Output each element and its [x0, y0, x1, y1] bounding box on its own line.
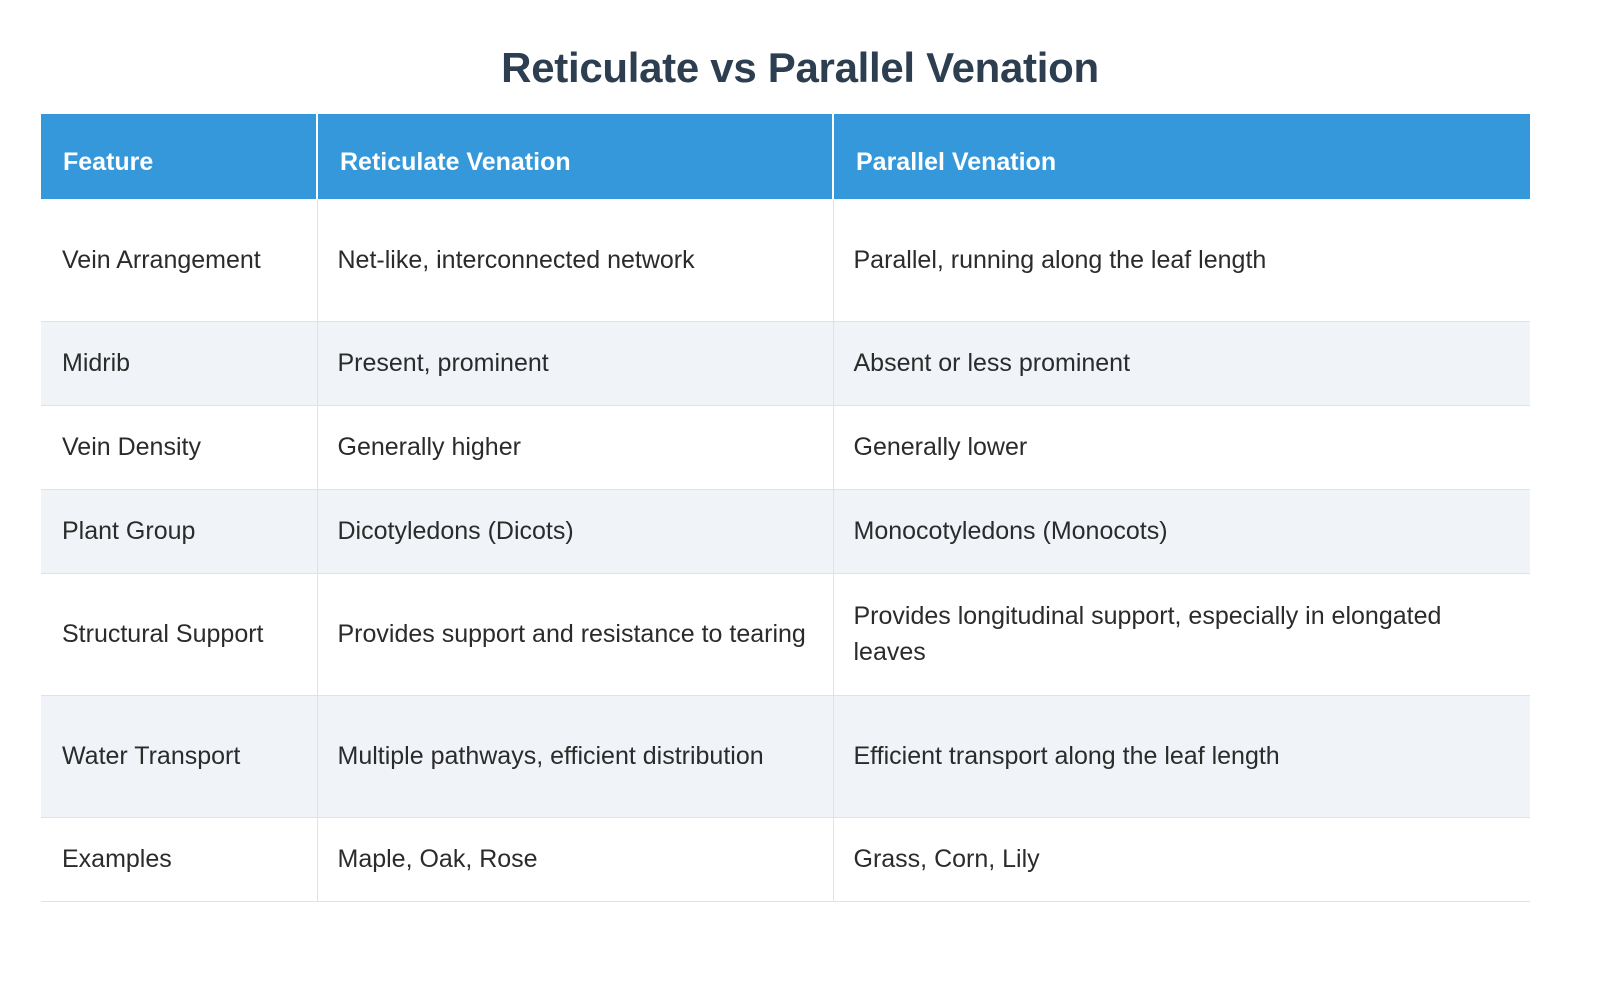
- cell-parallel: Monocotyledons (Monocots): [833, 489, 1530, 574]
- cell-feature: Vein Density: [41, 405, 318, 490]
- cell-feature: Vein Arrangement: [41, 199, 318, 322]
- table-body: Vein Arrangement Net-like, interconnecte…: [41, 199, 1530, 902]
- cell-feature: Plant Group: [41, 489, 318, 574]
- column-header-feature: Feature: [41, 114, 318, 199]
- cell-parallel: Grass, Corn, Lily: [833, 817, 1530, 902]
- table-header-row: Feature Reticulate Venation Parallel Ven…: [41, 114, 1530, 199]
- table-row: Vein Arrangement Net-like, interconnecte…: [41, 199, 1530, 322]
- cell-reticulate: Generally higher: [317, 405, 834, 490]
- cell-parallel: Efficient transport along the leaf lengt…: [833, 695, 1530, 818]
- table-row: Vein Density Generally higher Generally …: [41, 405, 1530, 490]
- cell-reticulate: Present, prominent: [317, 321, 834, 406]
- cell-reticulate: Dicotyledons (Dicots): [317, 489, 834, 574]
- cell-reticulate: Multiple pathways, efficient distributio…: [317, 695, 834, 818]
- table-row: Midrib Present, prominent Absent or less…: [41, 321, 1530, 406]
- cell-parallel: Provides longitudinal support, especiall…: [833, 573, 1530, 696]
- table-row: Water Transport Multiple pathways, effic…: [41, 695, 1530, 818]
- cell-reticulate: Net-like, interconnected network: [317, 199, 834, 322]
- table-row: Examples Maple, Oak, Rose Grass, Corn, L…: [41, 817, 1530, 902]
- cell-parallel: Absent or less prominent: [833, 321, 1530, 406]
- comparison-table: Feature Reticulate Venation Parallel Ven…: [41, 114, 1530, 902]
- comparison-table-container: Feature Reticulate Venation Parallel Ven…: [41, 114, 1530, 902]
- cell-parallel: Parallel, running along the leaf length: [833, 199, 1530, 322]
- cell-feature: Water Transport: [41, 695, 318, 818]
- cell-parallel: Generally lower: [833, 405, 1530, 490]
- table-header: Feature Reticulate Venation Parallel Ven…: [41, 114, 1530, 199]
- column-header-reticulate: Reticulate Venation: [317, 114, 834, 199]
- cell-feature: Examples: [41, 817, 318, 902]
- table-row: Structural Support Provides support and …: [41, 573, 1530, 696]
- table-row: Plant Group Dicotyledons (Dicots) Monoco…: [41, 489, 1530, 574]
- page-title: Reticulate vs Parallel Venation: [501, 44, 1099, 91]
- cell-reticulate: Maple, Oak, Rose: [317, 817, 834, 902]
- cell-feature: Structural Support: [41, 573, 318, 696]
- cell-reticulate: Provides support and resistance to teari…: [317, 573, 834, 696]
- cell-feature: Midrib: [41, 321, 318, 406]
- column-header-parallel: Parallel Venation: [833, 114, 1530, 199]
